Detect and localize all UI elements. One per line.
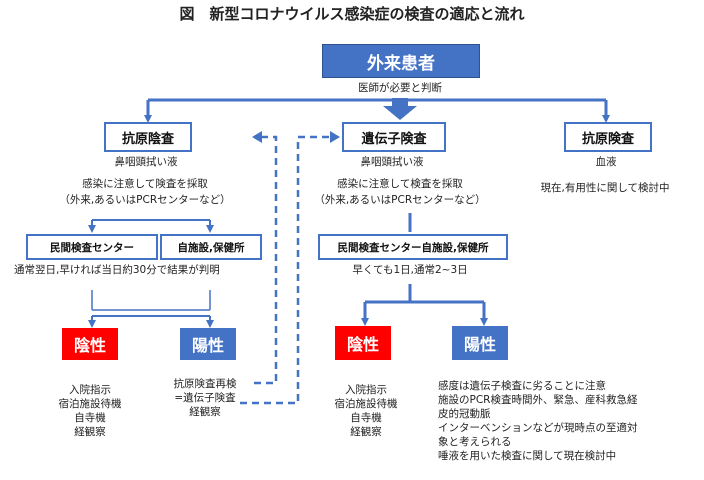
middle-pos-note-5: 象と考えられる [438,436,512,448]
middle-pos-note-3: 皮的冠動脈 [438,408,491,420]
left-collect-line1: 感染に注意して険査を採取 [82,178,208,190]
left-neg-note-2: 宿泊施設待機 [58,398,122,410]
left-neg-note-3: 自寺機 [74,412,106,424]
middle-lab-box: 民間検査センター自施設,保健所 [318,234,508,260]
main-down-arrow [383,98,417,120]
middle-neg-note-2: 宿泊施設待機 [334,398,398,410]
middle-pos-note-4: インターベンションなどが現時点の至適対 [438,422,638,434]
left-collect-line2: （外来,あるいはPCRセンターなど） [59,194,231,206]
middle-collect-line2: （外来,あるいはPCRセンターなど） [314,194,486,206]
middle-neg-note-4: 経観察 [350,426,382,438]
left-pos-note-2: =遺伝子険査 [174,392,236,404]
middle-neg-note-3: 自寺機 [350,412,382,424]
right-note: 現在,有用性に関して検討中 [540,182,670,194]
left-negative-box: 陰性 [62,328,118,360]
doctor-judgement-note: 医師が必要と判断 [358,82,442,94]
middle-timing: 早くても1日,通常2~3日 [352,264,468,276]
middle-negative-box: 陰性 [335,326,391,360]
middle-sample: 鼻咽頭拭い液 [360,156,424,168]
left-neg-note-4: 経観察 [74,426,106,438]
left-antigen-test-box: 抗原陰査 [104,122,192,152]
middle-pos-note-2: 施設のPCR検査時間外、緊急、産科救急経 [438,394,638,406]
right-antigen-test-box: 抗原険査 [564,122,652,152]
left-neg-note-1: 入院指示 [69,384,111,396]
middle-pos-note-1: 感度は遺伝子検査に劣ることに注意 [438,380,606,392]
page-title: 図 新型コロナウイルス感染症の検査の適応と流れ [179,5,525,23]
middle-gene-test-box: 遺伝子険査 [342,122,446,152]
left-timing: 通常翌日,早ければ当日約30分で結果が判明 [14,264,220,276]
right-sample: 血液 [595,156,617,168]
left-positive-box: 陽性 [180,328,236,360]
outpatient-box: 外来患者 [322,44,480,78]
middle-neg-note-1: 入院指示 [345,384,387,396]
dashed-to-middle-test [240,135,330,405]
left-sample: 鼻咽頭拭い液 [114,156,178,168]
left-pos-note-1: 抗原険査再検 [173,378,237,390]
left-pos-note-3: 経観察 [189,406,221,418]
left-lab-own: 自施設,保健所 [160,234,262,260]
left-lab-private: 民間検査センター [26,234,158,260]
middle-positive-box: 陽性 [452,326,508,360]
dashed-to-left-test [254,135,278,385]
middle-pos-note-6: 唾液を用いた検査に関して現在検討中 [438,450,617,462]
middle-collect-line1: 感染に注意して検査を採取 [337,178,463,190]
